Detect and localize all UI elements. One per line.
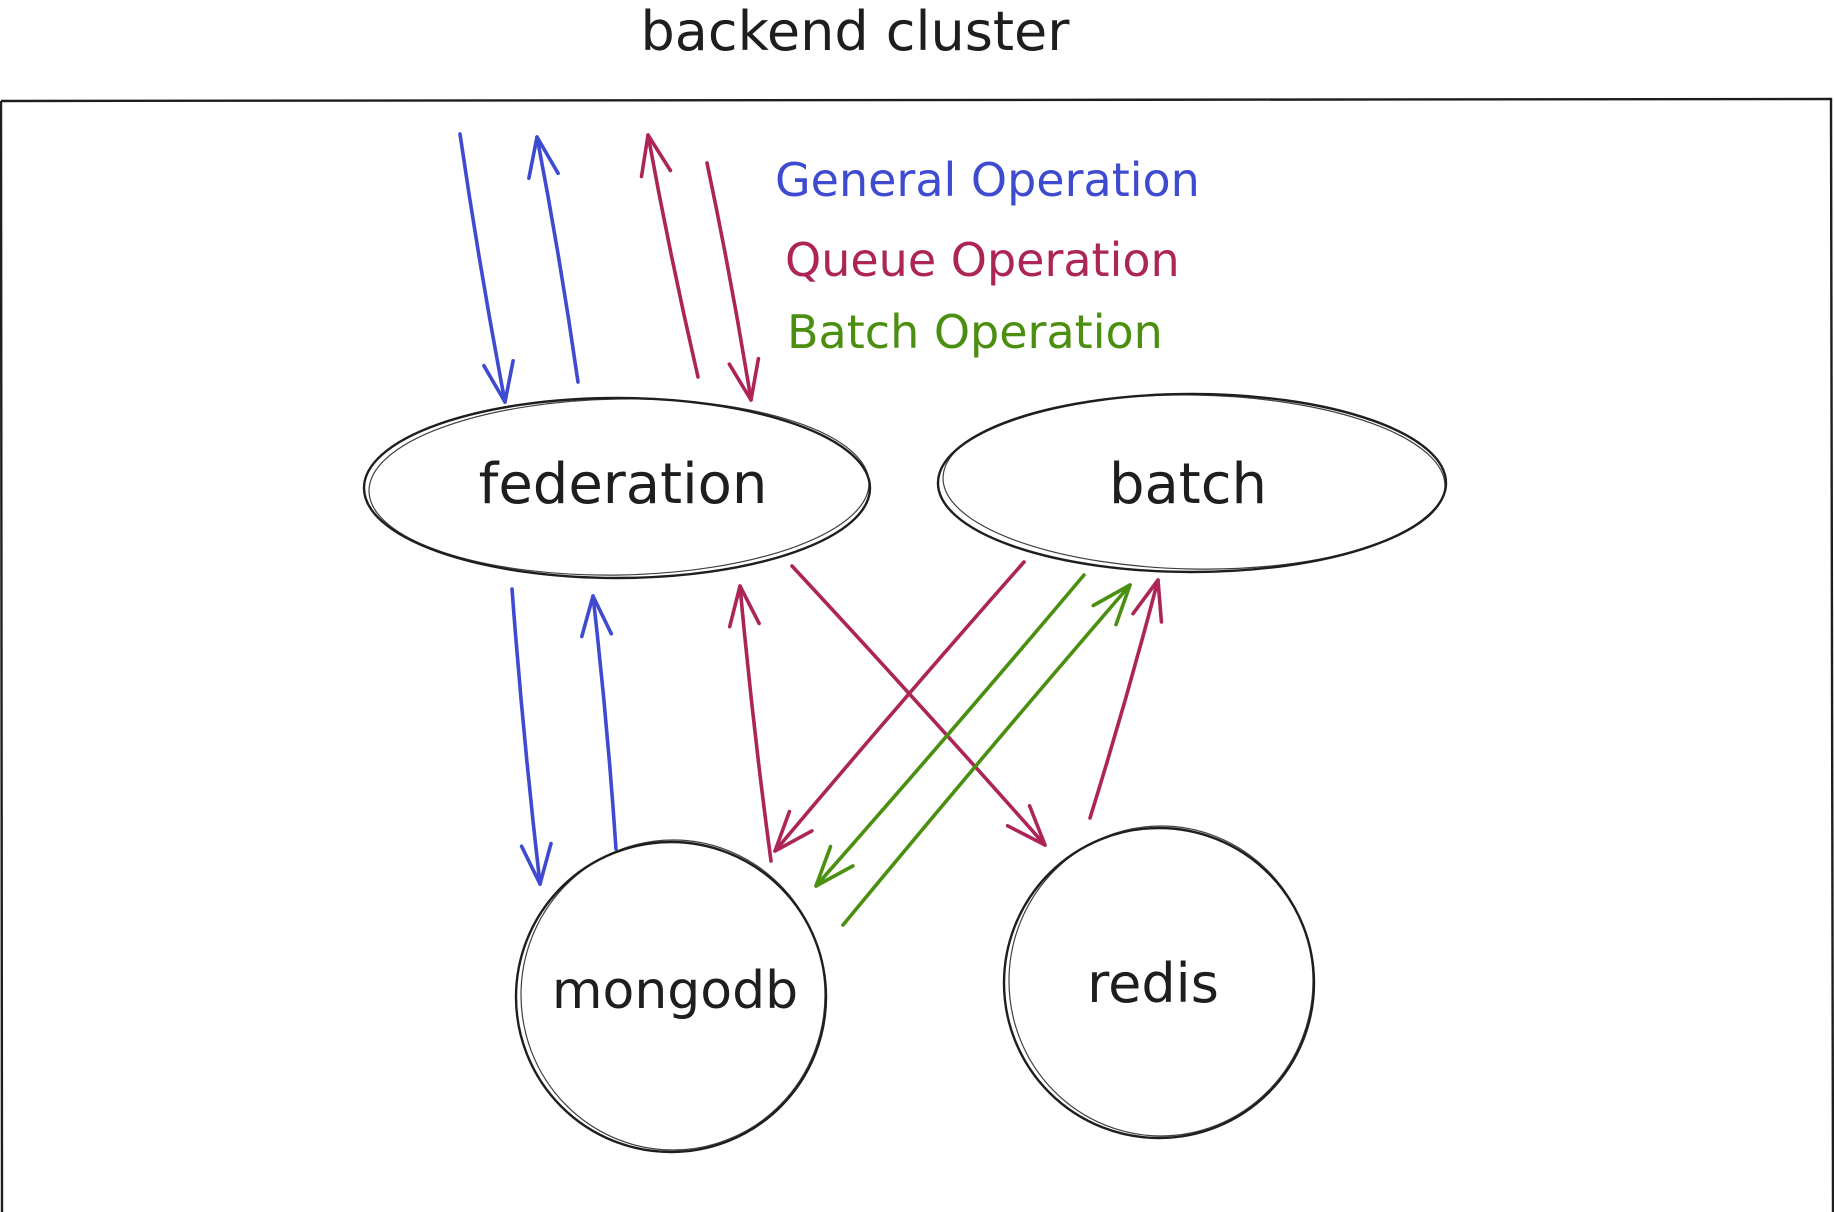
arrow-shaft (458, 132, 507, 404)
arrow-head (773, 809, 814, 853)
arrow-redis-to-batch-queue (1088, 578, 1164, 820)
arrow-head (527, 135, 560, 180)
arrow-shaft (510, 587, 542, 886)
arrow-shaft (814, 573, 1086, 888)
node-batch-label: batch (1109, 452, 1267, 517)
node-redis-outline (1008, 825, 1314, 1137)
node-batch[interactable]: batch (936, 391, 1448, 574)
arrow-mongodb-to-federation-general (580, 594, 618, 851)
cluster-border (0, 97, 1834, 1212)
arrow-batch-to-mongodb-queue (773, 560, 1026, 853)
node-federation-label: federation (479, 452, 768, 517)
node-federation-shape (362, 396, 872, 580)
arrow-shaft (738, 584, 773, 863)
arrow-head (639, 133, 673, 179)
node-redis-label: redis (1087, 952, 1219, 1015)
arrow-shaft (535, 135, 580, 384)
node-redis[interactable]: redis (1002, 825, 1316, 1140)
arrow-mongodb-to-batch-batch (841, 583, 1132, 927)
arrow-shaft (1088, 578, 1160, 820)
arrow-federation-to-external-general (527, 135, 580, 384)
node-batch-shape (936, 392, 1448, 574)
node-mongodb[interactable]: mongodb (514, 839, 828, 1154)
arrow-head (814, 844, 855, 888)
node-redis-shape (1002, 826, 1316, 1140)
arrow-federation-to-mongodb-general (510, 587, 553, 886)
arrow-external-to-federation-general (458, 132, 515, 404)
arrow-head (519, 841, 553, 886)
node-federation[interactable]: federation (362, 395, 872, 580)
arrow-head (727, 584, 761, 629)
arrow-head (1131, 578, 1164, 624)
arrow-shaft (705, 161, 753, 402)
arrow-federation-to-external-queue (639, 133, 700, 379)
arrow-head (1005, 804, 1047, 847)
arrow-shaft (646, 133, 700, 379)
arrow-head (727, 356, 761, 402)
arrows-layer (458, 132, 1164, 927)
cluster-title: backend cluster (641, 0, 1071, 63)
legend-batch-label: Batch Operation (787, 305, 1163, 359)
node-mongodb-shape (514, 840, 828, 1154)
arrow-head (482, 359, 515, 404)
arrow-external-to-federation-queue (705, 161, 761, 402)
node-federation-outline (368, 398, 870, 576)
arrow-head (580, 594, 614, 639)
arrow-mongodb-to-federation-queue (727, 584, 773, 863)
legend-general-label: General Operation (775, 153, 1200, 207)
arrow-shaft (773, 560, 1026, 853)
legend: General Operation Queue Operation Batch … (775, 153, 1200, 359)
arrow-federation-to-redis-queue (790, 564, 1047, 847)
arrow-shaft (591, 594, 618, 851)
node-mongodb-label: mongodb (552, 961, 798, 1021)
arrow-head (1091, 583, 1132, 627)
legend-queue-label: Queue Operation (785, 233, 1180, 287)
arrow-shaft (841, 583, 1132, 927)
node-batch-outline (942, 394, 1446, 570)
arrow-shaft (790, 564, 1047, 847)
arrow-batch-to-mongodb-batch (814, 573, 1086, 888)
node-mongodb-outline (520, 839, 826, 1151)
